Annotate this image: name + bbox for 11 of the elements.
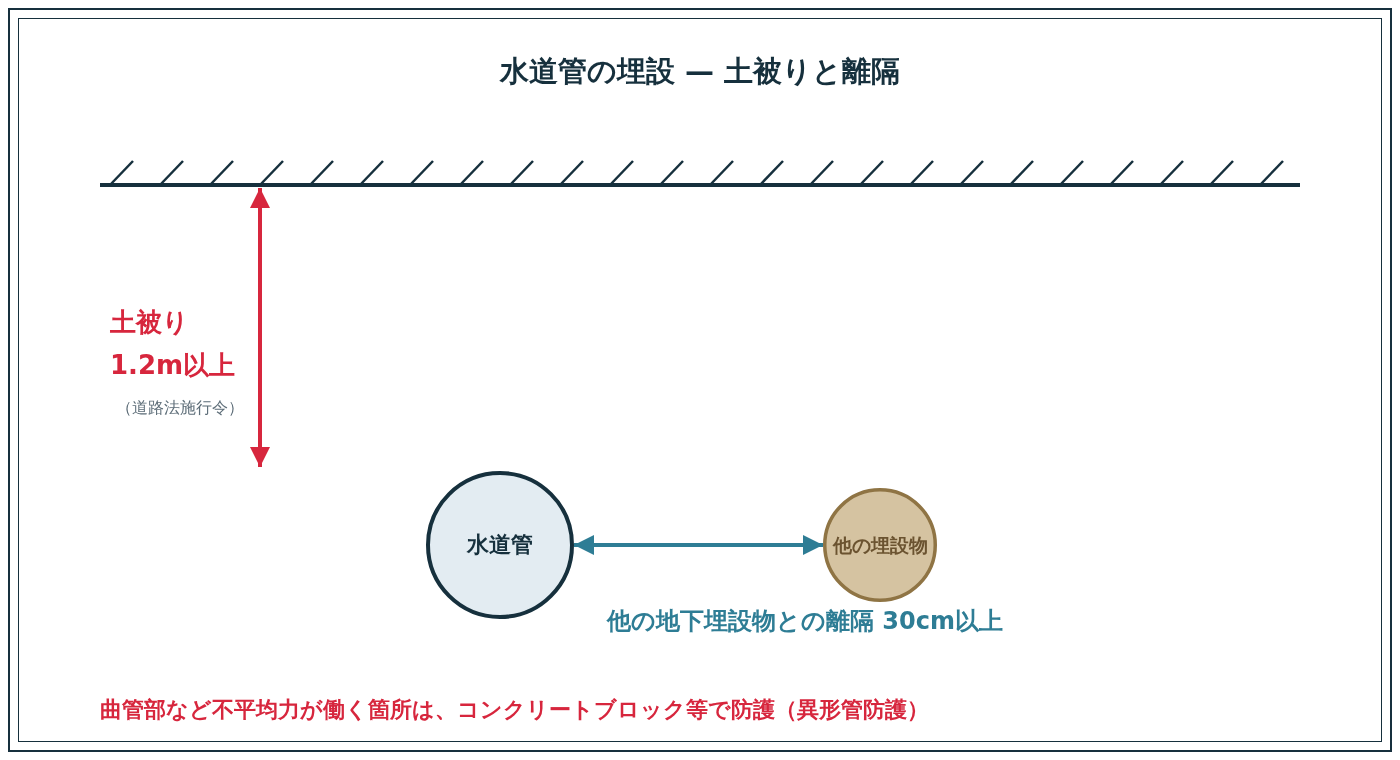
pipe-circle bbox=[426, 471, 574, 619]
buried-object-circle bbox=[823, 488, 937, 602]
protection-note: 曲管部など不平均力が働く箇所は、コンクリートブロック等で防護（異形管防護） bbox=[100, 697, 929, 724]
cover-depth-value: 1.2m以上 bbox=[110, 350, 236, 382]
source-note: （道路法施行令） bbox=[116, 398, 244, 418]
cover-depth-label: 土被り bbox=[110, 307, 189, 339]
title: 水道管の埋設 — 土被りと離隔 bbox=[499, 54, 901, 89]
node-label: 他の埋設物 bbox=[832, 533, 928, 557]
edge-label: 他の地下埋設物との離隔 30cm以上 bbox=[605, 607, 1005, 636]
double-arrow bbox=[574, 535, 823, 555]
node-label: 水道管 bbox=[467, 531, 533, 559]
